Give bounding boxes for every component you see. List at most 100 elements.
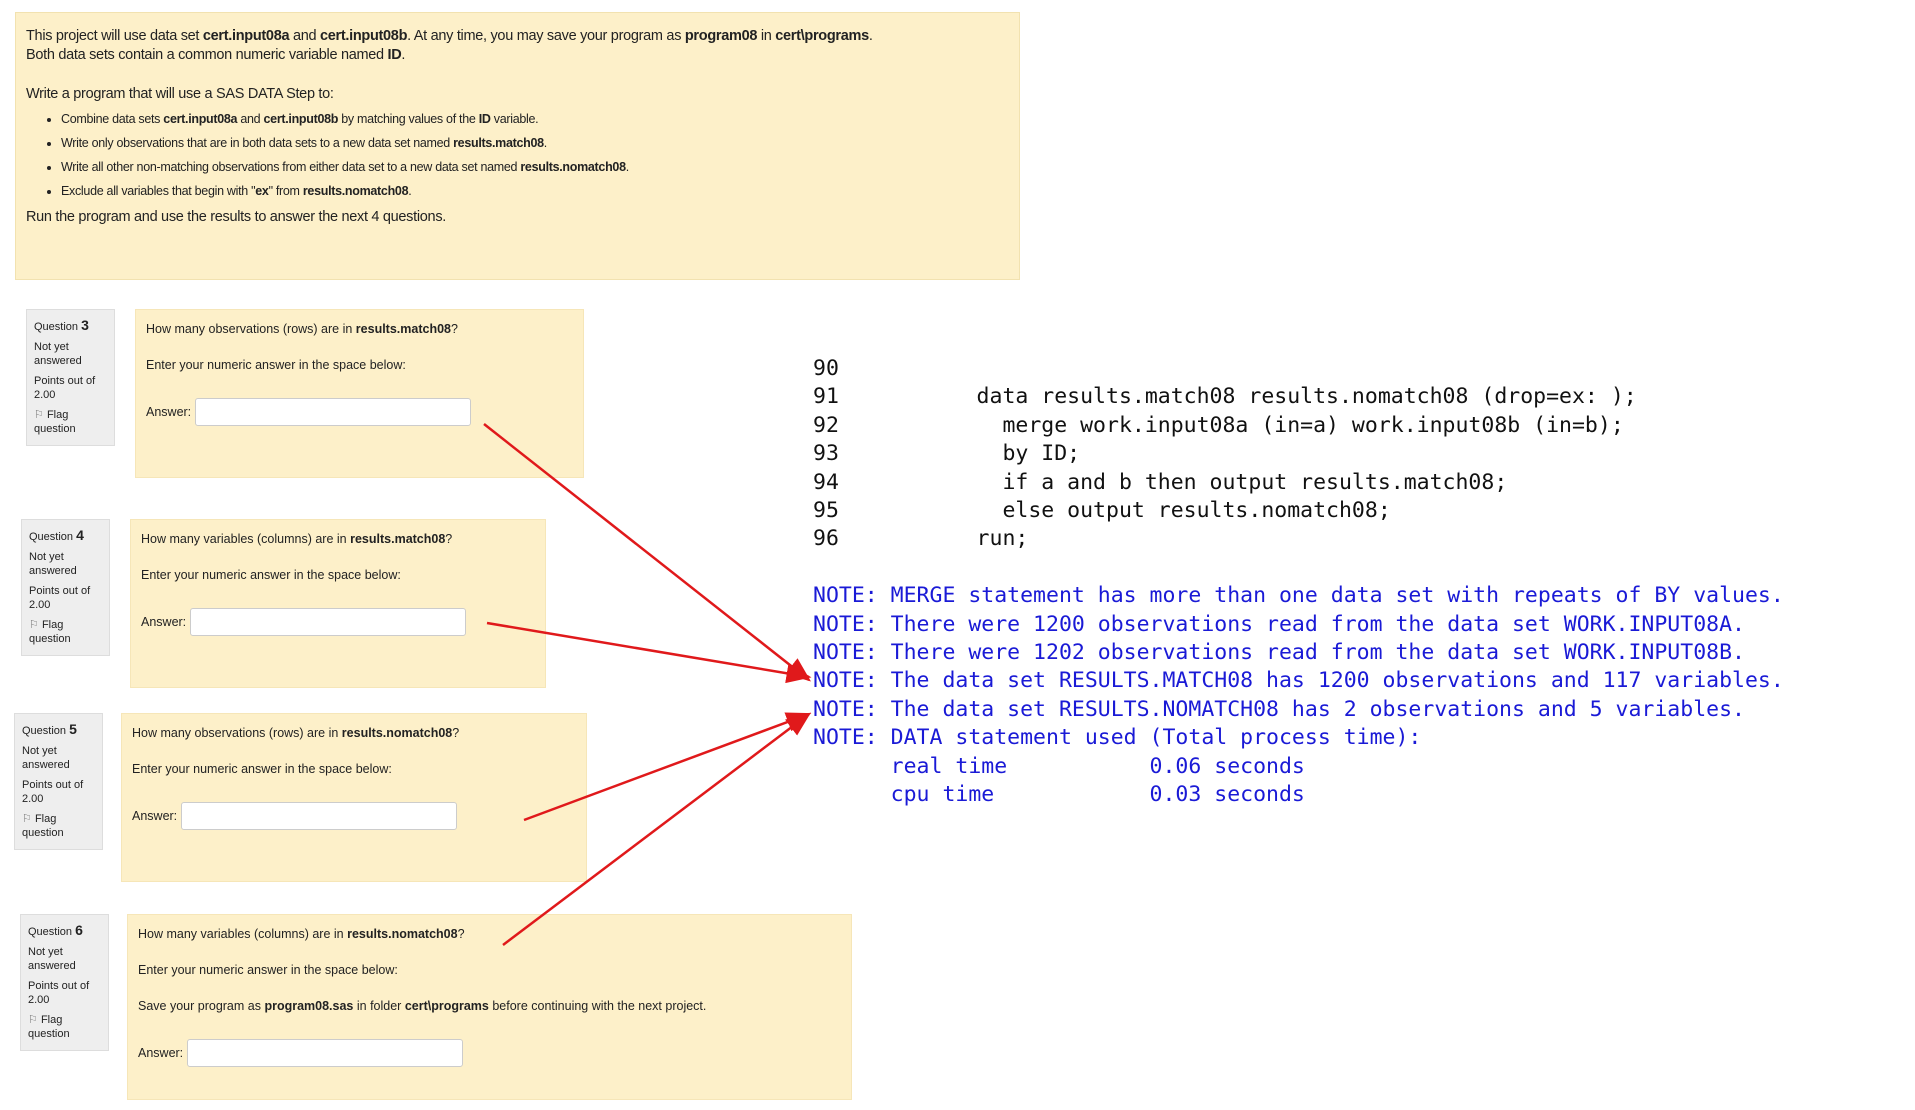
text-run: Combine data sets xyxy=(61,112,164,126)
log-note: NOTE: There were 1202 observations read … xyxy=(813,640,1745,666)
text-run: ? xyxy=(457,927,465,941)
bold-term: cert.input08b xyxy=(263,112,339,126)
question-text: How many variables (columns) are in resu… xyxy=(138,927,841,941)
line-number: 94 xyxy=(813,469,839,495)
flag-label: Flag question xyxy=(28,1014,70,1040)
question-info: Question 6 Not yet answered Points out o… xyxy=(20,914,109,1051)
question-num: 6 xyxy=(75,922,83,938)
question-info: Question 4 Not yet answered Points out o… xyxy=(21,519,110,656)
text-run: . xyxy=(625,160,630,174)
question-number: Question 6 xyxy=(28,923,101,939)
text-run: and xyxy=(237,112,264,126)
answer-label: Answer: xyxy=(132,809,178,823)
text-run: and xyxy=(289,28,320,44)
question-num: 5 xyxy=(69,721,77,737)
question-6-panel: How many variables (columns) are in resu… xyxy=(127,914,852,1100)
line-number: 95 xyxy=(813,498,839,524)
text-run: This project will use data set xyxy=(26,28,203,44)
log-note: NOTE: MERGE statement has more than one … xyxy=(813,583,1784,609)
code-text: run; xyxy=(873,526,1029,552)
bold-term: results.nomatch08 xyxy=(341,726,453,740)
question-prompt: Enter your numeric answer in the space b… xyxy=(132,762,392,776)
flag-icon: ⚐ xyxy=(34,409,44,421)
intro-p2: Both data sets contain a common numeric … xyxy=(26,46,1009,65)
answer-input[interactable] xyxy=(181,802,458,830)
question-prompt: Enter your numeric answer in the space b… xyxy=(138,963,398,977)
flag-label: Flag question xyxy=(29,619,71,645)
text-run: in folder xyxy=(353,999,405,1013)
log-note: NOTE: The data set RESULTS.NOMATCH08 has… xyxy=(813,696,1745,722)
log-code-line: 93 by ID; xyxy=(813,440,1784,468)
flag-question-button[interactable]: ⚐ Flag question xyxy=(28,1013,101,1041)
requirement-item: Write all other non-matching observation… xyxy=(61,160,1009,174)
question-points: Points out of 2.00 xyxy=(22,779,84,805)
arrow-q3 xyxy=(483,423,811,682)
code-text: data results.match08 results.nomatch08 (… xyxy=(873,384,1637,410)
code-text: by ID; xyxy=(873,441,1081,467)
code-text: if a and b then output results.match08; xyxy=(873,469,1508,495)
question-number: Question 4 xyxy=(29,528,102,544)
flag-icon: ⚐ xyxy=(22,813,32,825)
log-code-line: 95 else output results.nomatch08; xyxy=(813,497,1784,525)
flag-label: Flag question xyxy=(22,813,64,839)
question-points: Points out of 2.00 xyxy=(29,585,91,611)
line-number: 91 xyxy=(813,384,839,410)
question-3-panel: How many observations (rows) are in resu… xyxy=(135,309,584,478)
answer-label: Answer: xyxy=(146,405,192,419)
text-run: by matching values of the xyxy=(338,112,479,126)
answer-label: Answer: xyxy=(141,615,187,629)
text-run: . xyxy=(408,184,412,198)
bold-term: cert\programs xyxy=(404,999,489,1013)
question-status: Not yet answered xyxy=(29,551,77,577)
text-run: variable. xyxy=(490,112,539,126)
answer-input[interactable] xyxy=(187,1039,464,1067)
bold-term: cert.input08a xyxy=(163,112,238,126)
answer-row: Answer: xyxy=(141,608,535,636)
flag-question-button[interactable]: ⚐ Flag question xyxy=(29,618,102,646)
flag-question-button[interactable]: ⚐ Flag question xyxy=(34,408,107,436)
question-5-panel: How many observations (rows) are in resu… xyxy=(121,713,587,882)
log-code-line: 96 run; xyxy=(813,525,1784,553)
flag-question-button[interactable]: ⚐ Flag question xyxy=(22,812,95,840)
project-instructions: This project will use data set cert.inpu… xyxy=(15,12,1020,280)
bold-term: results.match08 xyxy=(453,136,544,150)
question-4-panel: How many variables (columns) are in resu… xyxy=(130,519,546,688)
question-text: How many observations (rows) are in resu… xyxy=(132,726,576,740)
intro-p1: This project will use data set cert.inpu… xyxy=(26,27,1009,46)
requirements-list: Combine data sets cert.input08a and cert… xyxy=(26,112,1009,198)
text-run: Both data sets contain a common numeric … xyxy=(26,47,388,63)
answer-input[interactable] xyxy=(190,608,467,636)
text-run: How many observations (rows) are in xyxy=(146,322,356,336)
answer-input[interactable] xyxy=(195,398,472,426)
question-info: Question 3 Not yet answered Points out o… xyxy=(26,309,115,446)
requirement-item: Exclude all variables that begin with "e… xyxy=(61,184,1009,198)
question-points: Points out of 2.00 xyxy=(28,980,90,1006)
text-run: Save your program as xyxy=(138,999,265,1013)
requirement-item: Write only observations that are in both… xyxy=(61,136,1009,150)
bold-term: cert.input08a xyxy=(202,28,290,44)
question-number: Question 5 xyxy=(22,722,95,738)
text-run: ? xyxy=(452,726,460,740)
arrow-q6 xyxy=(502,712,811,946)
bold-term: program08 xyxy=(684,28,758,44)
question-text: How many observations (rows) are in resu… xyxy=(146,322,573,336)
text-run: . At any time, you may save your program… xyxy=(407,28,685,44)
text-run: before continuing with the next project. xyxy=(488,999,707,1013)
text-run: How many variables (columns) are in xyxy=(141,532,351,546)
answer-row: Answer: xyxy=(146,398,573,426)
log-note: NOTE: DATA statement used (Total process… xyxy=(813,725,1422,751)
log-note: NOTE: The data set RESULTS.MATCH08 has 1… xyxy=(813,668,1784,694)
bold-term: program08.sas xyxy=(264,999,354,1013)
bold-term: ID xyxy=(387,47,402,63)
log-code-line: 91 data results.match08 results.nomatch0… xyxy=(813,383,1784,411)
question-status: Not yet answered xyxy=(34,341,82,367)
text-run: Write only observations that are in both… xyxy=(61,136,454,150)
flag-icon: ⚐ xyxy=(28,1014,38,1026)
text-run: in xyxy=(757,28,776,44)
log-note: cpu time 0.03 seconds xyxy=(813,782,1305,808)
question-points: Points out of 2.00 xyxy=(34,375,96,401)
bold-term: results.nomatch08 xyxy=(302,184,409,198)
text-run: How many variables (columns) are in xyxy=(138,927,348,941)
log-code-line: 92 merge work.input08a (in=a) work.input… xyxy=(813,412,1784,440)
code-text: else output results.nomatch08; xyxy=(873,498,1391,524)
